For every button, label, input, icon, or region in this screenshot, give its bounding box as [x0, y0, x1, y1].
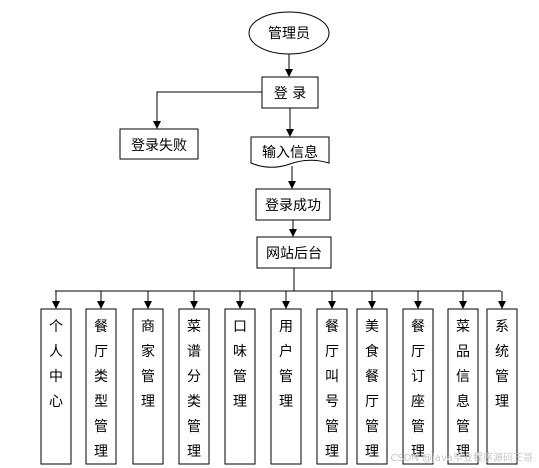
module-node: 餐厅订座管理	[402, 291, 434, 465]
module-label: 美食餐厅管理	[365, 319, 379, 460]
login-fail-node: 登录失败	[119, 128, 199, 160]
admin-label: 管理员	[268, 26, 310, 42]
arrow-login-fail	[153, 91, 262, 129]
watermark: CSDN @java毕业程序源码王哥	[390, 453, 533, 464]
module-list: 个人中心 餐厅类型管理 商家管理 菜谱分类管理 口味管理 用户管理 餐厅叫号管理 美食餐厅管理…	[40, 291, 518, 465]
module-label: 餐厅类型管理	[94, 319, 108, 460]
module-box	[85, 308, 117, 465]
login-node: 登 录	[261, 76, 319, 109]
module-node: 系统管理	[486, 291, 518, 465]
module-box	[402, 308, 434, 465]
module-box	[224, 308, 256, 465]
module-label: 菜品信息管理	[456, 319, 470, 460]
module-box	[447, 308, 479, 465]
login-success-node: 登录成功	[255, 188, 331, 221]
input-info-node: 输入信息	[250, 136, 330, 168]
module-box	[40, 308, 72, 465]
module-node: 菜品信息管理	[447, 291, 479, 465]
module-node: 餐厅叫号管理	[316, 291, 348, 465]
module-box	[178, 308, 210, 465]
module-node: 用户管理	[270, 291, 302, 465]
module-box	[316, 308, 348, 465]
website-backend-node: 网站后台	[256, 236, 332, 269]
module-node: 美食餐厅管理	[356, 291, 388, 465]
module-node: 个人中心	[40, 291, 72, 465]
module-node: 菜谱分类管理	[178, 291, 210, 465]
module-label: 菜谱分类管理	[187, 319, 201, 460]
module-box	[132, 308, 164, 465]
module-node: 商家管理	[132, 291, 164, 465]
module-node: 口味管理	[224, 291, 256, 465]
admin-node: 管理员	[248, 11, 330, 55]
module-label: 餐厅叫号管理	[325, 319, 339, 460]
login-success-label: 登录成功	[265, 198, 321, 214]
module-label: 餐厅订座管理	[411, 319, 425, 460]
module-box	[486, 308, 518, 465]
login-label: 登 录	[274, 86, 306, 102]
module-box	[270, 308, 302, 465]
module-label: 系统管理	[495, 319, 509, 410]
module-label: 商家管理	[141, 319, 155, 410]
module-label: 个人中心	[49, 319, 63, 410]
module-label: 口味管理	[233, 319, 247, 410]
module-node: 餐厅类型管理	[85, 291, 117, 465]
login-fail-label: 登录失败	[131, 138, 187, 154]
module-label: 用户管理	[279, 319, 293, 410]
website-backend-label: 网站后台	[266, 246, 322, 262]
module-box	[356, 308, 388, 465]
input-info-label: 输入信息	[262, 144, 318, 161]
